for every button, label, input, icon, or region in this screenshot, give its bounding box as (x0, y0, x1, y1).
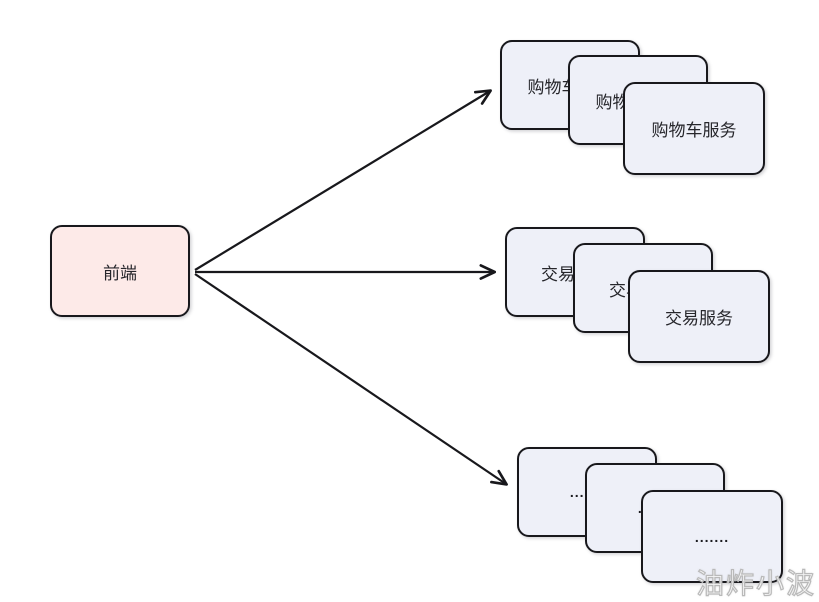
arrow-frontend-to-cart (194, 89, 492, 271)
arrow-frontend-to-other (194, 273, 508, 486)
cart-service-box-front[interactable]: 购物车服务 (623, 82, 765, 175)
other-service-label: ....... (694, 528, 730, 545)
frontend-node-label: 前端 (103, 263, 137, 283)
cart-service-label: 购物车服务 (651, 121, 737, 140)
trade-service-label: 交易服务 (665, 309, 733, 328)
watermark: 油炸小波 (695, 567, 816, 599)
trade-service-box-front[interactable]: 交易服务 (628, 270, 770, 363)
other-service-box-front[interactable]: ....... (641, 490, 783, 583)
frontend-node[interactable]: 前端 (50, 225, 190, 317)
